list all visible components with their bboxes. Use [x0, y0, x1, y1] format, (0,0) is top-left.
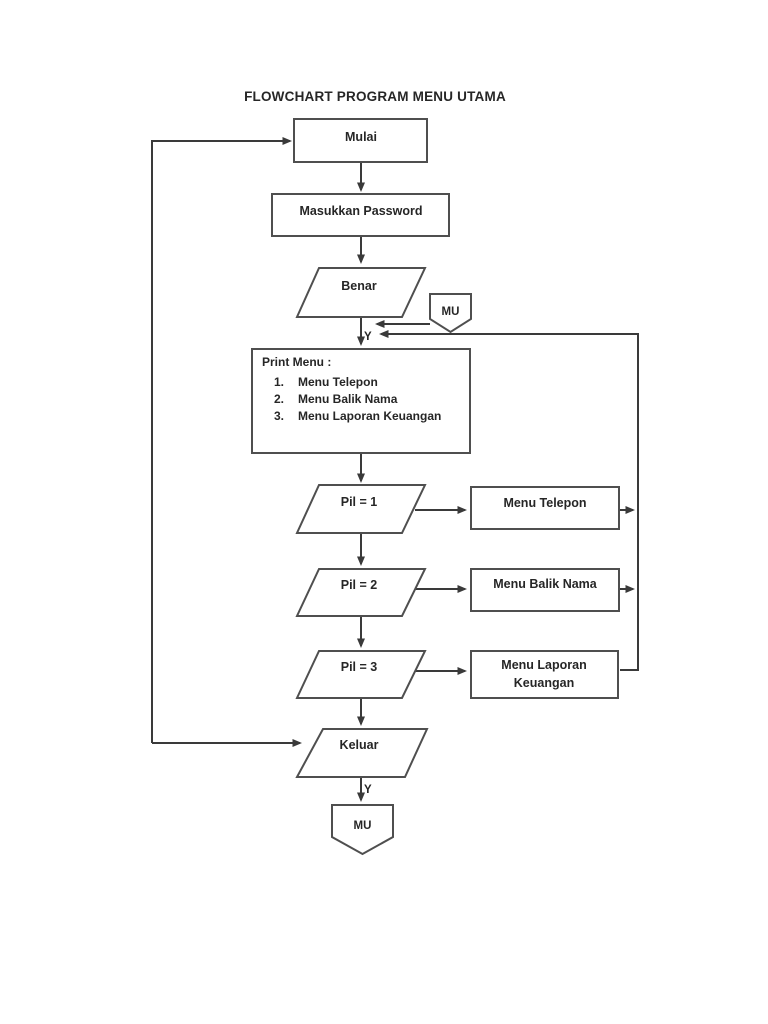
label-keluar-yes: Y — [364, 784, 372, 796]
edge-loop-to-mulai — [151, 137, 292, 743]
label-print-menu-num-1: 1. — [274, 375, 284, 389]
label-pil1: Pil = 1 — [341, 495, 378, 509]
label-benar: Benar — [341, 279, 377, 293]
label-print-menu-header: Print Menu : — [262, 355, 331, 369]
label-menu-balik-nama: Menu Balik Nama — [493, 577, 598, 591]
labels: FLOWCHART PROGRAM MENU UTAMA Mulai Masuk… — [244, 89, 598, 832]
node-menu-balik-nama — [470, 568, 620, 612]
label-print-menu-item-3: Menu Laporan Keuangan — [298, 409, 441, 423]
node-pil1 — [295, 484, 427, 534]
node-benar — [295, 267, 427, 318]
node-menu-laporan-keuangan — [470, 650, 619, 699]
label-print-menu-item-1: Menu Telepon — [298, 375, 378, 389]
edges — [151, 137, 639, 802]
node-mulai — [293, 118, 428, 163]
node-menu-telepon — [470, 486, 620, 530]
label-mulai: Mulai — [345, 130, 377, 144]
label-menu-telepon: Menu Telepon — [503, 496, 586, 510]
label-print-menu-item-2: Menu Balik Nama — [298, 392, 398, 406]
label-print-menu-num-2: 2. — [274, 392, 284, 406]
label-mu-top: MU — [442, 306, 460, 318]
node-pil3 — [295, 650, 427, 699]
shapes — [251, 118, 620, 856]
label-benar-yes: Y — [364, 331, 372, 343]
node-masukkan-password — [271, 193, 450, 237]
label-pil2: Pil = 2 — [341, 578, 378, 592]
label-menu-laporan-line2: Keuangan — [514, 676, 574, 690]
node-keluar — [295, 728, 429, 778]
node-print-menu — [251, 348, 471, 454]
label-mu-bottom: MU — [354, 820, 372, 832]
node-mu-bottom — [331, 804, 394, 856]
label-print-menu-num-3: 3. — [274, 409, 284, 423]
edge-right-feedback — [379, 330, 639, 671]
page-title: FLOWCHART PROGRAM MENU UTAMA — [244, 89, 506, 104]
label-pil3: Pil = 3 — [341, 660, 378, 674]
node-pil2 — [295, 568, 427, 617]
node-mu-top — [429, 293, 472, 334]
label-keluar: Keluar — [340, 738, 379, 752]
label-menu-laporan-line1: Menu Laporan — [501, 658, 586, 672]
label-masukkan-password: Masukkan Password — [300, 204, 423, 218]
